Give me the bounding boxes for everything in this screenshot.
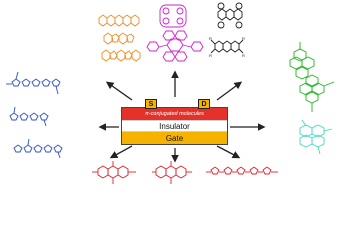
molecule-drawings: R R R R (6, 2, 335, 184)
naphthalene-diimide-teal (299, 119, 333, 155)
macrocycle (159, 4, 187, 28)
green-molecules (289, 42, 335, 112)
drain-electrode: D (198, 99, 210, 109)
thienoacene (103, 32, 135, 45)
thiophene-polymer-1 (6, 71, 61, 95)
arrow-down-right (216, 145, 241, 159)
tetra-substituted-acene: R R R R (209, 36, 245, 58)
device-outline (121, 107, 228, 145)
thiophene-polymer-2 (9, 106, 49, 127)
svg-text:R: R (209, 53, 212, 58)
orange-molecules (98, 14, 141, 62)
semiconductor-layer: π-conjugated molecules (122, 108, 227, 120)
source-electrode: S (145, 99, 157, 109)
thiophene-polymer-3 (13, 138, 63, 159)
black-molecules: R R R R (209, 2, 245, 58)
arrows (98, 70, 266, 163)
perylene-diimide-dimer (289, 42, 335, 112)
dithiophene-fused (101, 49, 141, 62)
svg-text:R: R (209, 36, 212, 41)
magenta-molecules (146, 4, 204, 62)
arrow-up-right (216, 81, 243, 101)
pentacene (98, 14, 140, 27)
perylene-diimide-red (92, 161, 136, 184)
rubrene (217, 2, 243, 29)
red-molecules (92, 161, 278, 184)
teal-molecules (299, 119, 333, 155)
ofet-diagram: R R R R (6, 2, 335, 184)
svg-text:R: R (242, 53, 245, 58)
naphthalene-diimide-red (152, 161, 192, 184)
arrow-down-left (109, 145, 133, 159)
gate-layer: Gate (122, 132, 227, 144)
insulator-layer: Insulator (122, 120, 227, 132)
phthalocyanine (146, 30, 204, 62)
svg-text:R: R (242, 36, 245, 41)
arrow-up-left (105, 81, 133, 101)
quinoidal-oligomer-red (206, 166, 278, 175)
blue-polymers (6, 71, 63, 159)
